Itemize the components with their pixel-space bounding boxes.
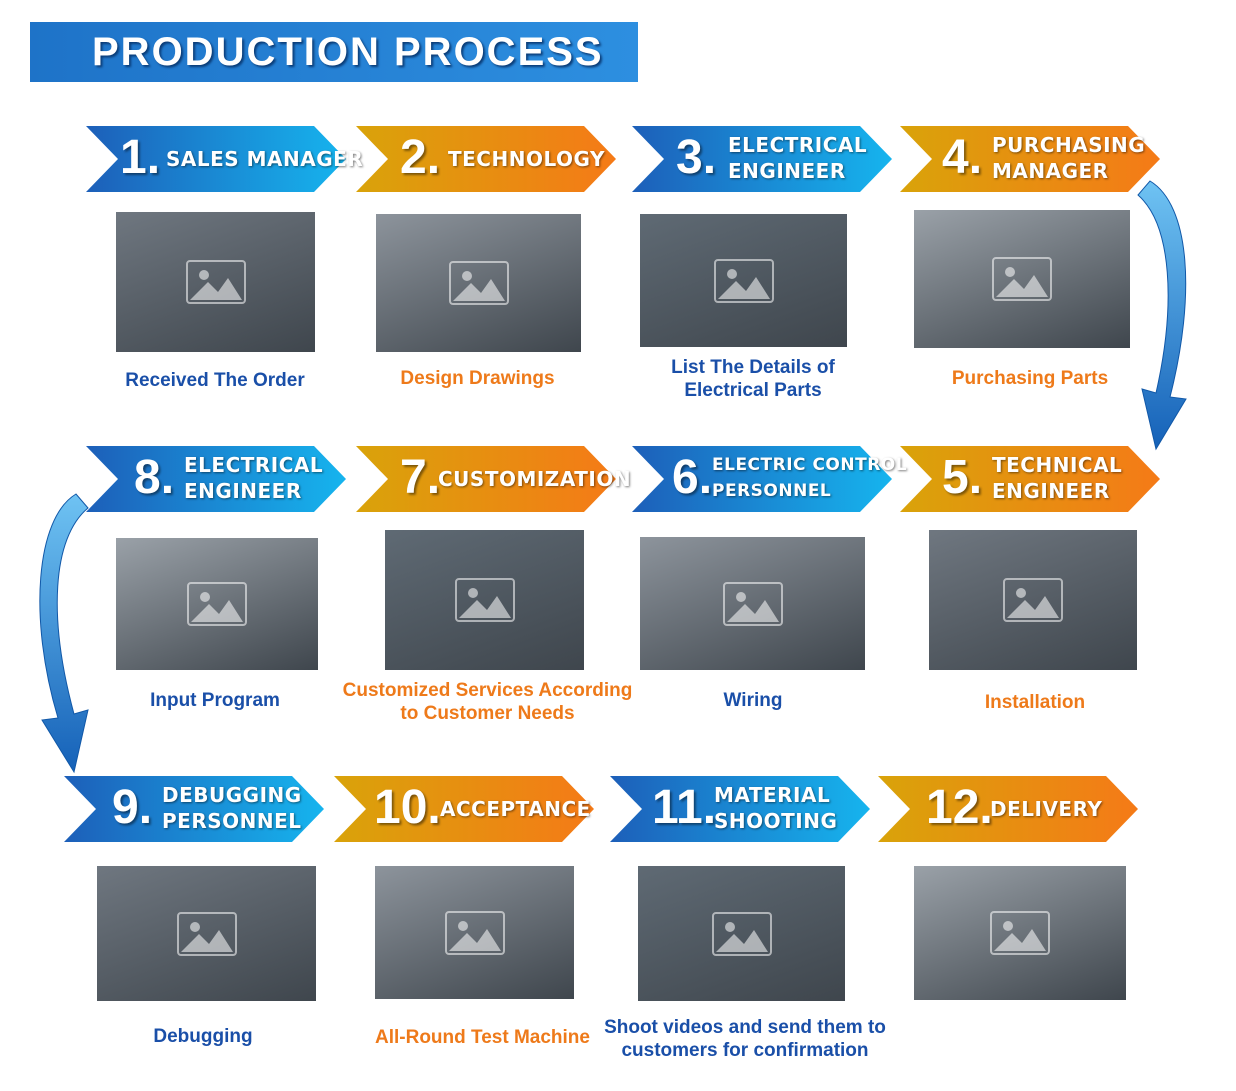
step-11-number: 11. <box>652 781 717 834</box>
step-2-photo-cad-drawing-monitor <box>376 214 581 352</box>
step-9-role-line1: DEBUGGING <box>162 783 302 807</box>
step-1-photo-computer-monitor-order-screen <box>116 212 315 352</box>
step-7-photo-workers-customizing-machine <box>385 530 584 670</box>
step-3-photo-electrical-schematic-laptop <box>640 214 847 347</box>
step-6-number: 6. <box>672 451 713 504</box>
step-8-role-line2: ENGINEER <box>184 479 302 503</box>
step-10-banner: 10.ACCEPTANCE <box>334 776 594 842</box>
step-4-role-line2: MANAGER <box>992 159 1109 183</box>
step-11-photo-filming-machine <box>638 866 845 1001</box>
connector-arrow-right <box>1137 180 1187 451</box>
step-6-role-line2: PERSONNEL <box>712 481 832 501</box>
step-5-photo-installation-work <box>929 530 1137 670</box>
step-2-role-line1: TECHNOLOGY <box>448 147 605 171</box>
step-3-caption: List The Details of Electrical Parts <box>671 357 835 401</box>
step-2-role-label: TECHNOLOGY <box>448 146 605 172</box>
page-title-bar: PRODUCTION PROCESS <box>30 22 638 82</box>
step-1-role-line1: SALES MANAGER <box>166 147 364 171</box>
step-2-number: 2. <box>400 131 441 184</box>
connector-arrow-left <box>39 493 89 774</box>
step-2-caption: Design Drawings <box>400 368 555 389</box>
step-6-role-label: ELECTRIC CONTROL PERSONNEL <box>712 452 907 504</box>
step-4-role-line1: PURCHASING <box>992 133 1146 157</box>
step-8-photo-machine-control-panel <box>116 538 318 670</box>
step-7-banner: 7.CUSTOMIZATION <box>356 446 631 512</box>
step-5-number: 5. <box>942 451 983 504</box>
page-title: PRODUCTION PROCESS <box>92 30 604 74</box>
step-7-number: 7. <box>400 451 441 504</box>
step-6-caption: Wiring <box>723 690 783 711</box>
step-6-role-line1: ELECTRIC CONTROL <box>712 455 908 475</box>
step-12-photo-loading-truck-delivery <box>914 866 1126 1000</box>
step-12-role-line1: DELIVERY <box>990 797 1103 821</box>
step-3-role-line1: ELECTRICAL <box>728 133 868 157</box>
step-4-caption: Purchasing Parts <box>951 368 1109 389</box>
step-7-role-line1: CUSTOMIZATION <box>438 467 632 491</box>
step-11-caption: Shoot videos and send them to customers … <box>604 1017 886 1061</box>
step-8-number: 8. <box>134 451 175 504</box>
step-9-number: 9. <box>112 781 153 834</box>
step-1-role-label: SALES MANAGER <box>166 146 363 172</box>
step-8-caption: Input Program <box>150 690 280 711</box>
step-6-banner: 6.ELECTRIC CONTROL PERSONNEL <box>632 446 907 512</box>
step-12-banner: 12.DELIVERY <box>878 776 1138 842</box>
step-5-role-line2: ENGINEER <box>992 479 1110 503</box>
step-5-caption: Installation <box>984 692 1086 713</box>
step-6-photo-control-cabinet-wiring <box>640 537 865 670</box>
step-9-caption: Debugging <box>153 1026 253 1047</box>
step-3-role-line2: ENGINEER <box>728 159 846 183</box>
step-5-role-line1: TECHNICAL <box>992 453 1123 477</box>
step-11-role-line2: SHOOTING <box>714 809 838 833</box>
step-11-role-line1: MATERIAL <box>714 783 831 807</box>
step-10-caption: All-Round Test Machine <box>375 1027 590 1048</box>
step-10-number: 10. <box>374 781 441 834</box>
step-10-role-line1: ACCEPTANCE <box>440 797 591 821</box>
step-4-number: 4. <box>942 131 983 184</box>
step-12-number: 12. <box>926 781 993 834</box>
step-1-caption: Received The Order <box>125 370 305 391</box>
step-1-number: 1. <box>120 131 161 184</box>
step-3-number: 3. <box>676 131 717 184</box>
step-7-caption: Customized Services According to Custome… <box>342 680 633 724</box>
step-9-role-line2: PERSONNEL <box>162 809 302 833</box>
step-8-role-line1: ELECTRICAL <box>184 453 324 477</box>
step-2-banner: 2. TECHNOLOGY <box>356 126 616 192</box>
step-1-banner: 1.SALES MANAGER <box>86 126 363 192</box>
step-7-role-label: CUSTOMIZATION <box>438 466 631 492</box>
step-4-photo-factory-parts-warehouse <box>914 210 1130 348</box>
step-9-photo-machine-debugging <box>97 866 316 1001</box>
step-10-photo-machine-test <box>375 866 574 999</box>
step-10-role-label: ACCEPTANCE <box>440 796 591 822</box>
step-12-role-label: DELIVERY <box>990 796 1102 822</box>
